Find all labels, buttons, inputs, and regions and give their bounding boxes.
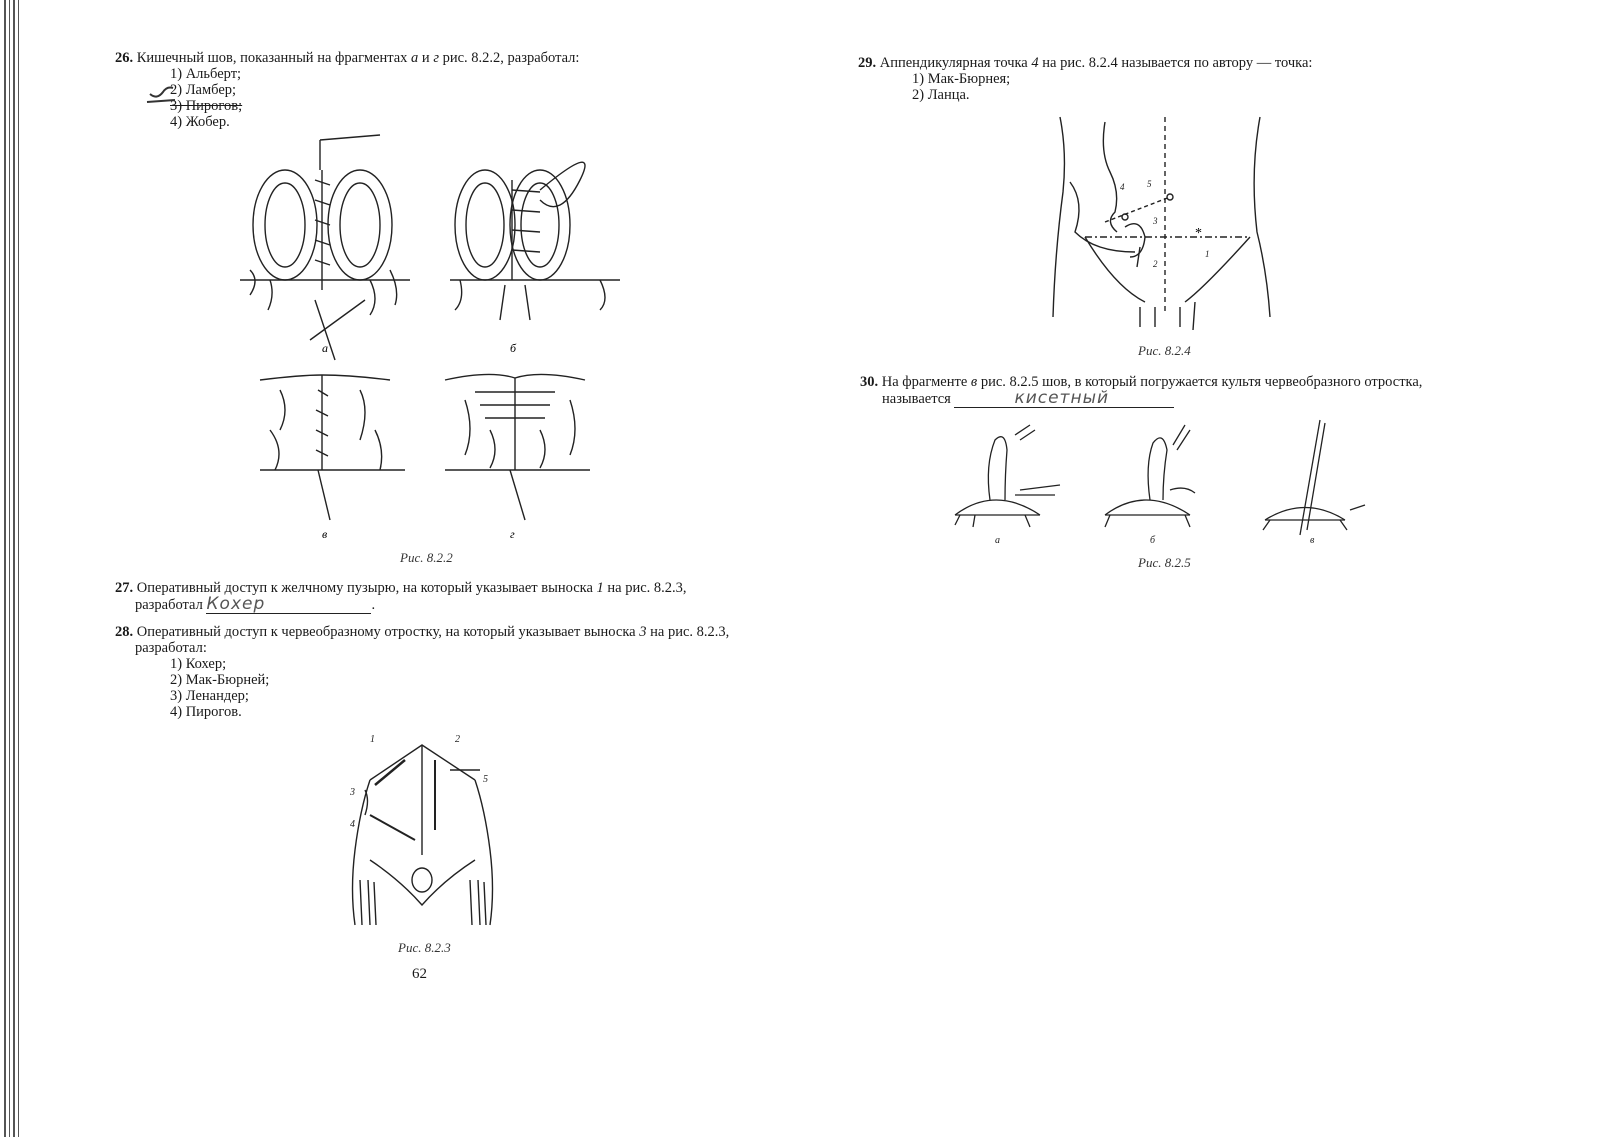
q28-option-2: 2) Мак-Бюрней; — [170, 672, 270, 688]
question-30: 30. На фрагменте в рис. 8.2.5 шов, в кот… — [860, 374, 1480, 390]
question-27: 27. Оперативный доступ к желчному пузырю… — [115, 580, 745, 596]
appendix-points-illustration: * 1 2 3 4 5 — [1052, 116, 1271, 331]
handwritten-check-mark — [146, 86, 176, 103]
q29-option-1: 1) Мак-Бюрнея; — [912, 71, 1011, 87]
q26-option-2: 2) Ламбер; — [170, 82, 237, 98]
q26-option-1: 1) Альберт; — [170, 66, 242, 82]
question-text-tail: на рис. 8.2.3, — [603, 580, 687, 596]
binding-edge — [0, 0, 26, 1137]
caption-8-2-3: Рис. 8.2.3 — [398, 940, 451, 955]
callout-1: 1 — [1205, 249, 1210, 259]
figure-8-2-5: а б в — [945, 415, 1385, 555]
handwritten-answer: кисетный — [1014, 388, 1110, 408]
figure-8-2-3: 1 2 3 4 5 — [340, 730, 510, 930]
suture-illustration: а б в г — [240, 134, 620, 540]
callout-3: 3 — [1152, 216, 1158, 226]
caption-8-2-5: Рис. 8.2.5 — [1138, 555, 1191, 570]
question-text-tail: на рис. 8.2.3, — [646, 624, 730, 640]
question-text-tail: на рис. 8.2.4 называется по автору — точ… — [1038, 55, 1313, 71]
q30-answer-line: называется кисетный — [882, 388, 1175, 408]
q26-option-4: 4) Жобер. — [170, 114, 230, 130]
ref-callout: 4 — [1031, 55, 1039, 71]
question-text-tail: рис. 8.2.5 шов, в который погружается ку… — [977, 374, 1423, 390]
question-text-mid: и — [418, 50, 434, 66]
answer-prefix: называется — [882, 391, 951, 407]
callout-3: 3 — [349, 787, 355, 798]
caption-8-2-4: Рис. 8.2.4 — [1138, 343, 1191, 358]
fragment-label-b: б — [510, 341, 517, 355]
question-number: 28. — [115, 624, 134, 640]
question-number: 26. — [115, 50, 134, 66]
question-text: Кишечный шов, показанный на фрагментах — [136, 50, 412, 66]
fragment-label-a: а — [995, 535, 1000, 546]
figure-8-2-2: а б в г — [240, 130, 620, 540]
callout-4: 4 — [1120, 182, 1125, 192]
question-26: 26. Кишечный шов, показанный на фрагмент… — [115, 50, 735, 66]
callout-2: 2 — [455, 734, 460, 745]
callout-1: 1 — [370, 734, 375, 745]
q28-line2: разработал: — [135, 640, 207, 656]
callout-4: 4 — [350, 819, 355, 830]
q28-option-3: 3) Ленандер; — [170, 688, 249, 704]
question-28: 28. Оперативный доступ к червеобразному … — [115, 624, 745, 640]
ref-a: а — [411, 50, 419, 66]
callout-5: 5 — [1147, 179, 1152, 189]
question-number: 27. — [115, 580, 134, 596]
question-text: На фрагменте — [881, 374, 971, 390]
abdomen-incisions-illustration: 1 2 3 4 5 — [349, 734, 494, 926]
asterisk-mark: * — [1195, 226, 1202, 241]
handwritten-answer: Кохер — [206, 594, 266, 614]
question-text: Оперативный доступ к желчному пузырю, на… — [136, 580, 597, 596]
ref-callout: 1 — [596, 580, 604, 596]
fragment-label-a: а — [322, 341, 328, 355]
fragment-label-v: в — [1310, 535, 1315, 546]
question-text: Аппендикулярная точка — [879, 55, 1032, 71]
answer-blank: кисетный — [954, 388, 1175, 408]
caption-8-2-2: Рис. 8.2.2 — [400, 550, 453, 565]
question-number: 30. — [860, 374, 879, 390]
q28-option-4: 4) Пирогов. — [170, 704, 242, 720]
q26-option-3: 3) Пирогов; — [170, 98, 243, 114]
callout-2: 2 — [1153, 259, 1158, 269]
question-number: 29. — [858, 55, 877, 71]
fragment-label-v: в — [322, 527, 327, 540]
ref-callout: 3 — [639, 624, 647, 640]
answer-blank: Кохер — [206, 594, 372, 614]
q29-option-2: 2) Ланца. — [912, 87, 970, 103]
page-number: 62 — [412, 966, 427, 982]
fragment-label-b: б — [1150, 535, 1156, 546]
answer-prefix: разработал — [135, 597, 203, 613]
q28-option-1: 1) Кохер; — [170, 656, 227, 672]
callout-5: 5 — [483, 774, 488, 785]
ref-fragment: в — [970, 374, 978, 390]
appendix-stump-illustration: а б в — [954, 419, 1366, 546]
question-29: 29. Аппендикулярная точка 4 на рис. 8.2.… — [858, 55, 1478, 71]
figure-8-2-4: * 1 2 3 4 5 — [1045, 112, 1275, 337]
question-text: Оперативный доступ к червеобразному отро… — [136, 624, 640, 640]
q27-answer-line: разработал Кохер. — [135, 594, 376, 614]
question-text-tail: рис. 8.2.2, разработал: — [438, 50, 580, 66]
fragment-label-g: г — [510, 527, 515, 540]
ref-g: г — [433, 50, 439, 66]
